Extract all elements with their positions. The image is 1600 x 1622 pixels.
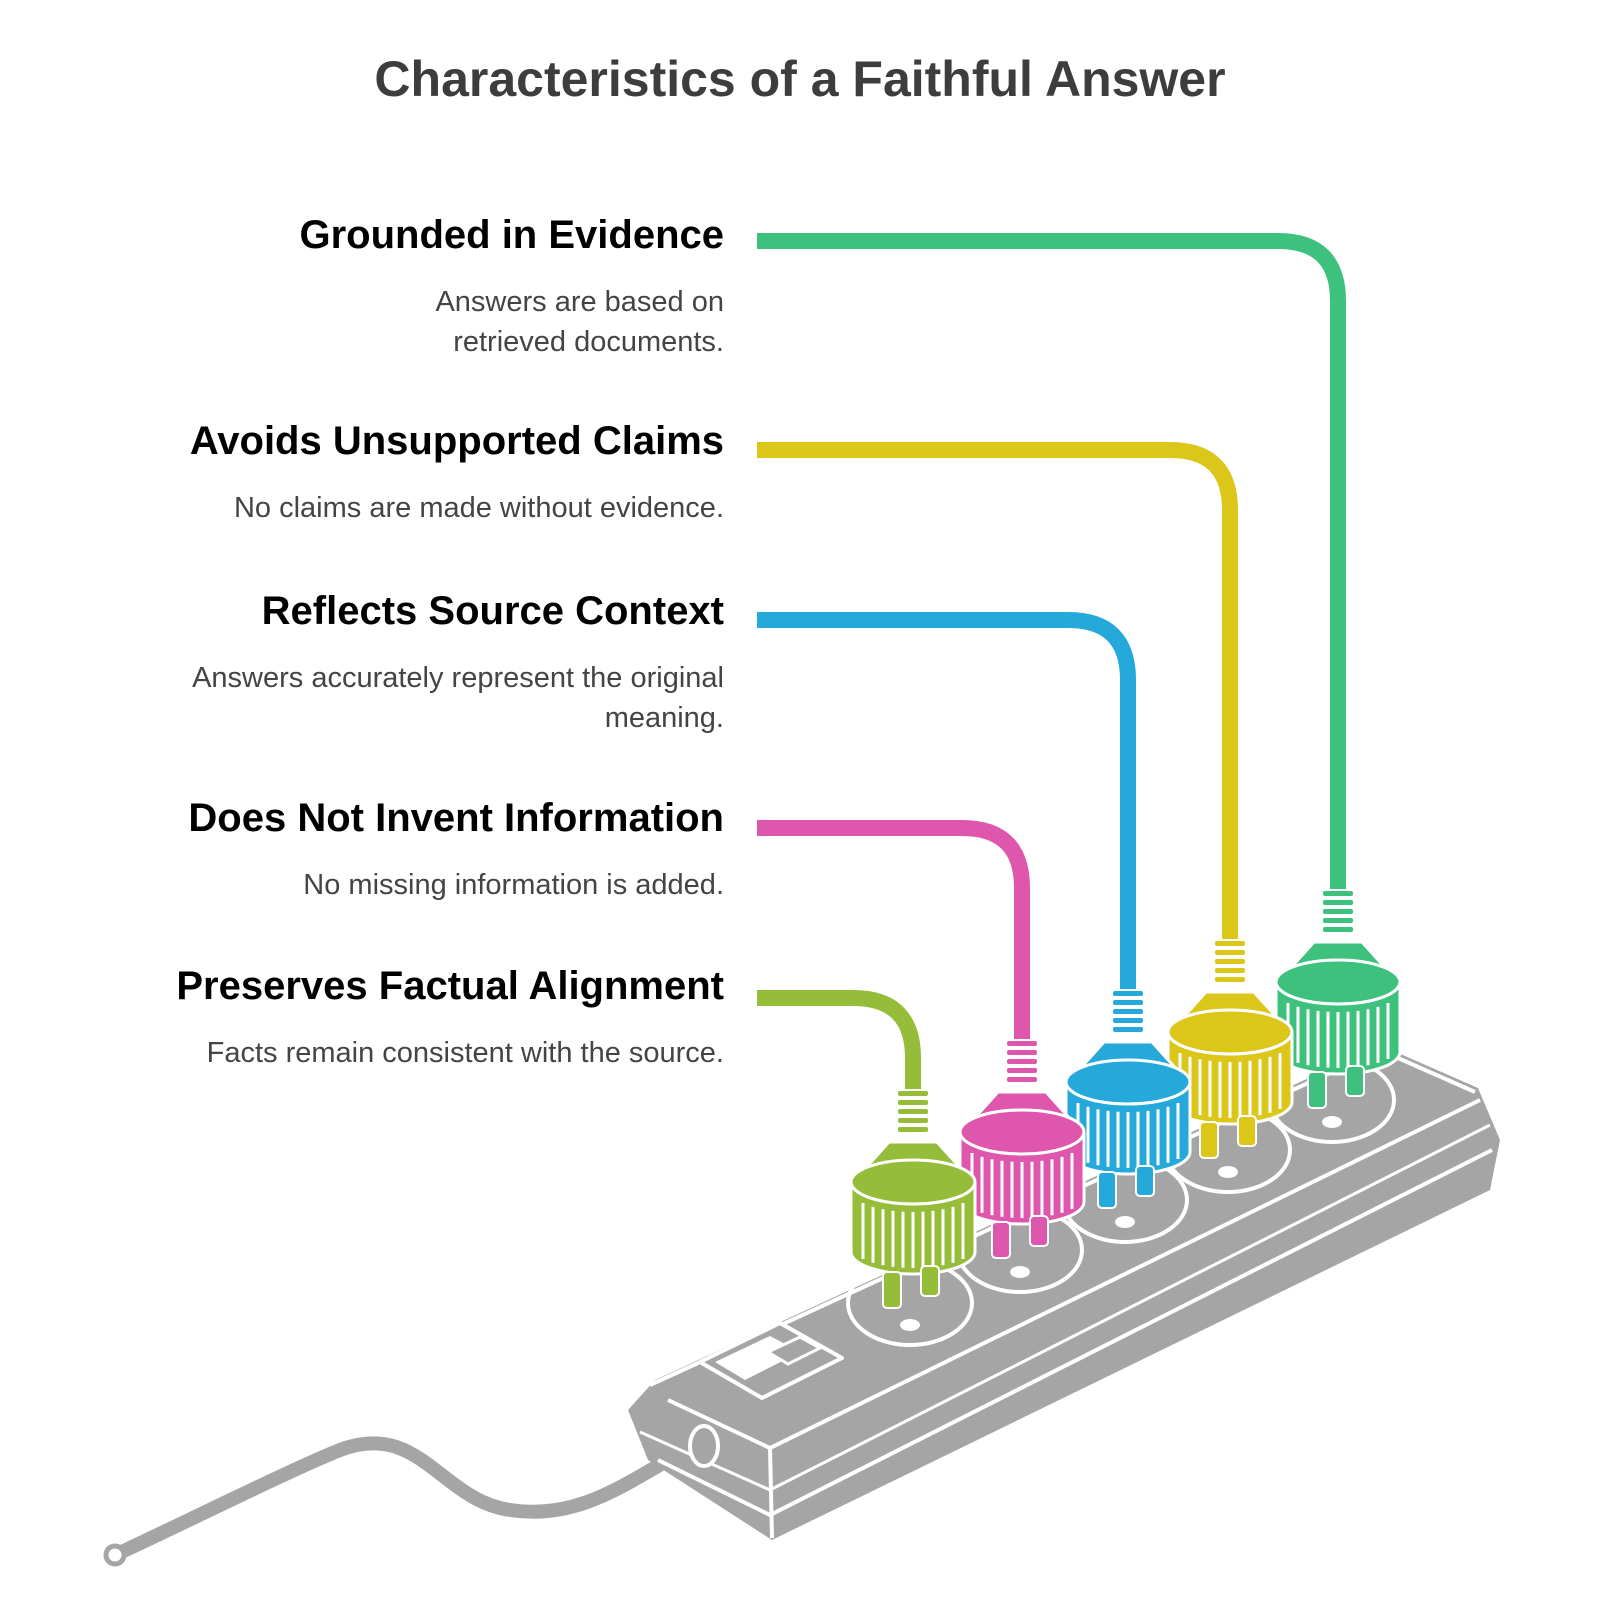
item-description: Facts remain consistent with the source. [206,1037,724,1069]
plug-icon [1166,939,1294,1159]
page-title: Characteristics of a Faithful Answer [374,51,1226,107]
power-cable-icon [108,1431,717,1562]
item-grounded-in-evidence: Grounded in Evidence Answers are based o… [84,212,724,362]
item-description: Answers are based on retrieved documents… [435,286,724,358]
connector-line [757,990,921,1090]
power-switch-icon [698,1321,844,1400]
connector-line [757,820,1030,1040]
item-description: Answers accurately represent the origina… [192,662,724,734]
connector-line [757,612,1136,990]
item-title: Preserves Factual Alignment [176,964,724,1008]
item-title: Avoids Unsupported Claims [189,419,724,463]
item-title: Does Not Invent Information [188,796,724,840]
item-description: No claims are made without evidence. [233,492,724,524]
cable-end [103,1543,127,1567]
item-avoids-unsupported-claims: Avoids Unsupported Claims No claims are … [84,418,724,528]
item-does-not-invent-information: Does Not Invent Information No missing i… [84,795,724,905]
item-title: Grounded in Evidence [299,213,724,257]
item-description: No missing information is added. [303,869,724,901]
plugs-group [757,233,1402,1309]
item-reflects-source-context: Reflects Source Context Answers accurate… [84,588,724,738]
plug-icon [849,1089,977,1309]
plug-icon [1274,889,1402,1109]
item-title: Reflects Source Context [261,589,724,633]
connector-line [757,233,1346,890]
item-preserves-factual-alignment: Preserves Factual Alignment Facts remain… [84,963,724,1073]
connector-line [757,442,1238,940]
plug-icon [958,1039,1086,1259]
